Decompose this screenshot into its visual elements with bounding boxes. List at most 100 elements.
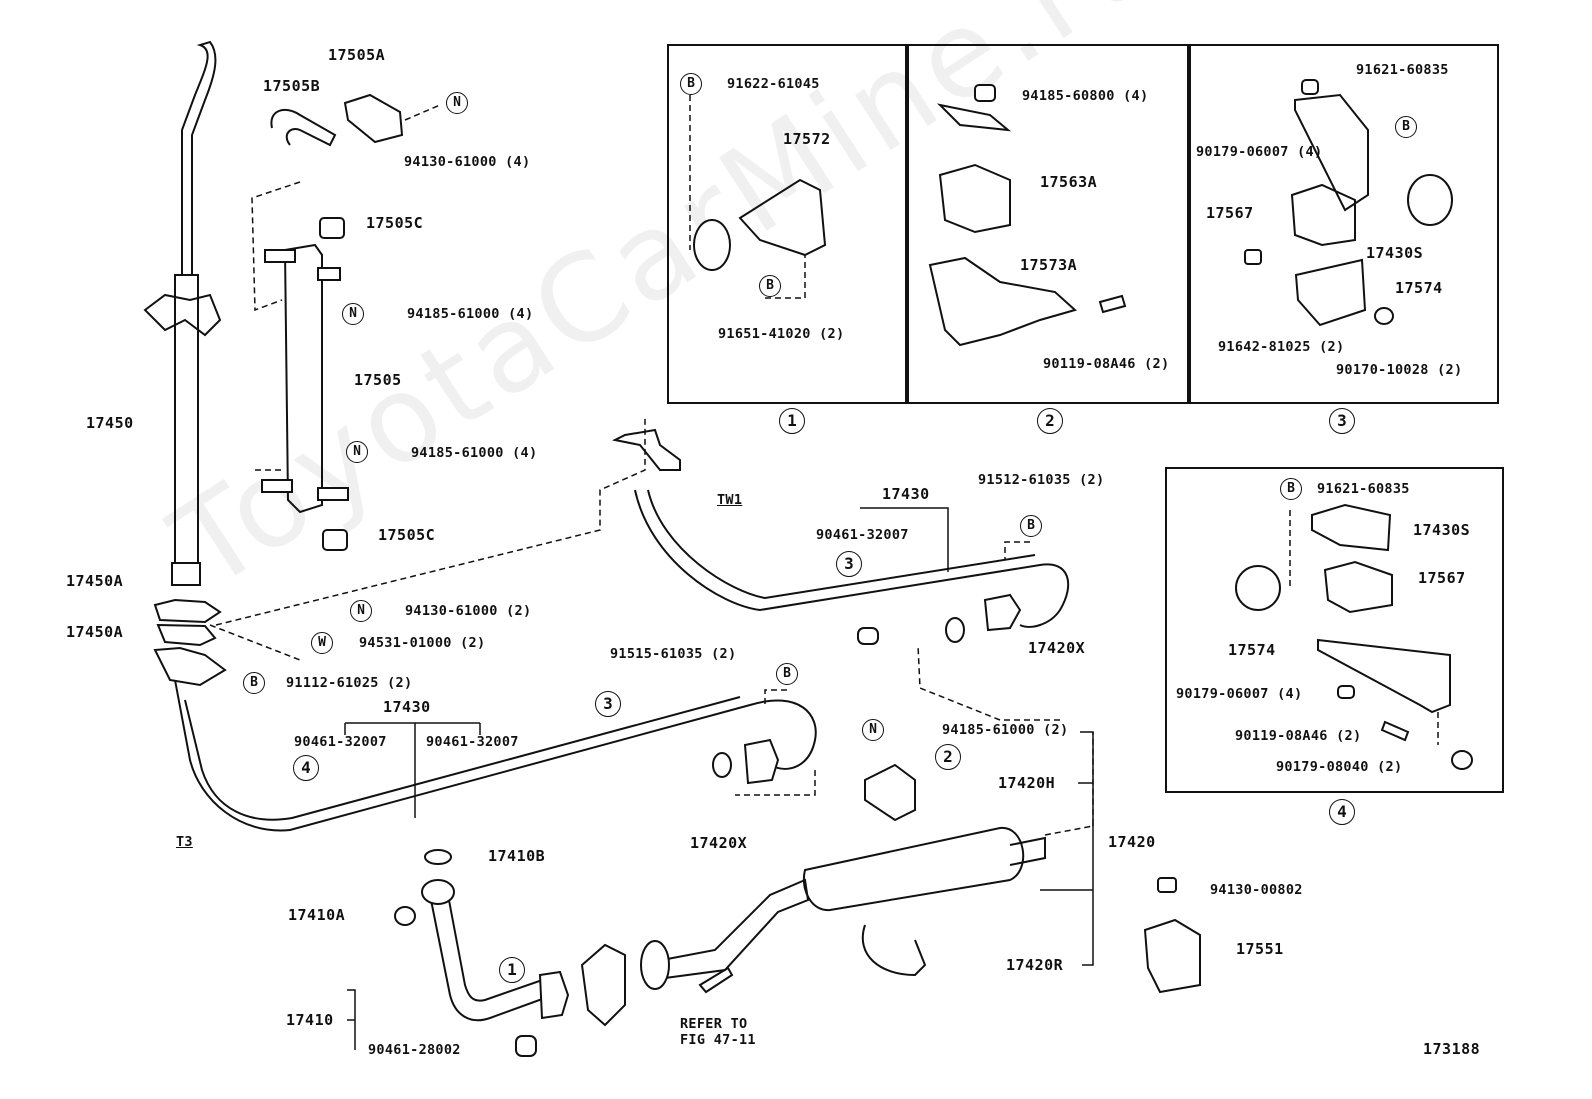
bracket-17573A: [928, 256, 1078, 347]
nut-inset2: [974, 84, 996, 102]
dashed-guide-1: [404, 104, 441, 121]
mount-17563A: [938, 163, 1011, 234]
inset3-label-17567: 17567: [1206, 204, 1254, 222]
mount-17567-inset4: [1323, 560, 1393, 614]
label-17420R: 17420R: [1006, 956, 1064, 974]
pipe-17430-tw1-body: [634, 489, 1070, 628]
mount-17505C-bottom: [322, 529, 348, 551]
inset3-label-90179-06007: 90179-06007 (4): [1196, 144, 1323, 160]
inset3-number: 3: [1329, 408, 1355, 434]
bolt-refer: [698, 966, 734, 994]
flange-17450-lower: [153, 646, 227, 687]
bolt-90119-inset4: [1380, 720, 1410, 742]
circle-n-1: N: [446, 92, 468, 114]
inset3-label-91621-60835: 91621-60835: [1356, 62, 1449, 78]
hanger-17450: [143, 293, 222, 337]
bracket-17574-inset3: [1294, 258, 1367, 327]
label-91512-61035: 91512-61035 (2): [978, 472, 1105, 488]
inset3-label-90170-10028: 90170-10028 (2): [1336, 362, 1463, 378]
clamp-inset4: [1235, 565, 1281, 611]
label-refer-to: REFER TO: [680, 1016, 748, 1032]
gasket-17410B: [424, 849, 452, 865]
inset4-label-90179-08040: 90179-08040 (2): [1276, 759, 1403, 775]
dashed-b-left: [764, 689, 787, 705]
heat-shield-17505: [283, 243, 323, 514]
inset3-label-17430S: 17430S: [1366, 244, 1424, 262]
inset1-number: 1: [779, 408, 805, 434]
label-17450: 17450: [86, 414, 134, 432]
bolt-inset2: [1098, 294, 1127, 314]
inset4-label-17567: 17567: [1418, 569, 1466, 587]
label-17430-tw1: 17430: [882, 485, 930, 503]
label-17551: 17551: [1236, 940, 1284, 958]
inset4-label-90179-06007: 90179-06007 (4): [1176, 686, 1303, 702]
shield-bracket-bottom-r: [317, 487, 349, 501]
label-17430-left: 17430: [383, 698, 431, 716]
label-90461-32007-c: 90461-32007: [816, 527, 909, 543]
label-fig-47-11: FIG 47-11: [680, 1032, 756, 1048]
hanger-17420H: [864, 763, 916, 822]
inset2-number: 2: [1037, 408, 1063, 434]
tail-pipe-17450-tip: [171, 562, 201, 586]
label-tw1: TW1: [717, 492, 743, 508]
pipe-17430-tw1-body-b: [647, 489, 1036, 600]
inset4-label-17574: 17574: [1228, 641, 1276, 659]
nut-94130-00802: [1157, 877, 1177, 893]
label-94185-61000-b: 94185-61000 (4): [411, 445, 538, 461]
inset4-number: 4: [1329, 799, 1355, 825]
dashed-b-right: [1004, 541, 1030, 560]
nut-90179-06007: [1337, 685, 1355, 699]
dashed-guide-5: [209, 624, 301, 661]
nut-inset3-top: [1301, 79, 1319, 95]
label-17450A-1: 17450A: [66, 572, 124, 590]
label-17420H: 17420H: [998, 774, 1056, 792]
inset3-label-17574: 17574: [1395, 279, 1443, 297]
circle-1-main: 1: [499, 957, 525, 983]
bracket-17430S-inset3: [1294, 93, 1369, 212]
circle-n-2: N: [342, 303, 364, 325]
clamp-inset3: [1407, 174, 1453, 226]
label-t3: T3: [176, 834, 193, 850]
label-91112-61025: 91112-61025 (2): [286, 675, 413, 691]
clamp-17450A-upper: [153, 598, 222, 624]
bracket-17430S-inset4: [1311, 503, 1392, 552]
pipe-17430-left: [174, 679, 817, 832]
label-94130-00802: 94130-00802: [1210, 882, 1303, 898]
label-17420X-right: 17420X: [1028, 639, 1086, 657]
circle-b-2: B: [776, 663, 798, 685]
label-90461-28002: 90461-28002: [368, 1042, 461, 1058]
dashed-inset1: [689, 95, 806, 299]
inset-box-1: [667, 44, 909, 404]
label-94531-01000: 94531-01000 (2): [359, 635, 486, 651]
label-17410: 17410: [286, 1011, 334, 1029]
bracket-17574-inset4: [1317, 638, 1451, 714]
tail-pipe-muffler: [1009, 836, 1046, 866]
bracket-17572: [738, 178, 827, 257]
inset1-circle-b-bottom: B: [759, 275, 781, 297]
flange-17410-rear: [538, 970, 570, 1020]
inset1-circle-b-top: B: [680, 73, 702, 95]
circle-w: W: [311, 632, 333, 654]
leader-17410: [347, 989, 356, 1050]
label-17505B: 17505B: [263, 77, 321, 95]
label-94185-61000-a: 94185-61000 (4): [407, 306, 534, 322]
inset1-label-17572: 17572: [783, 130, 831, 148]
label-17505: 17505: [354, 371, 402, 389]
label-17505A: 17505A: [328, 46, 386, 64]
label-17420X-left: 17420X: [690, 834, 748, 852]
nut-90179-08040: [1451, 750, 1473, 770]
inset2-label-17563A: 17563A: [1040, 173, 1098, 191]
inset3-label-91642-81025: 91642-81025 (2): [1218, 339, 1345, 355]
label-91515-61035: 91515-61035 (2): [610, 646, 737, 662]
clamp-17505B: [270, 108, 337, 147]
clamp-17450A-lower: [156, 623, 217, 647]
inset4-label-91621-60835: 91621-60835: [1317, 481, 1410, 497]
circle-n-4: N: [350, 600, 372, 622]
circle-4-left: 4: [293, 755, 319, 781]
circle-b-1: B: [243, 672, 265, 694]
clamp-inset1: [693, 219, 731, 271]
label-90461-32007-a: 90461-32007: [294, 734, 387, 750]
gasket-17420X-left: [712, 752, 732, 778]
